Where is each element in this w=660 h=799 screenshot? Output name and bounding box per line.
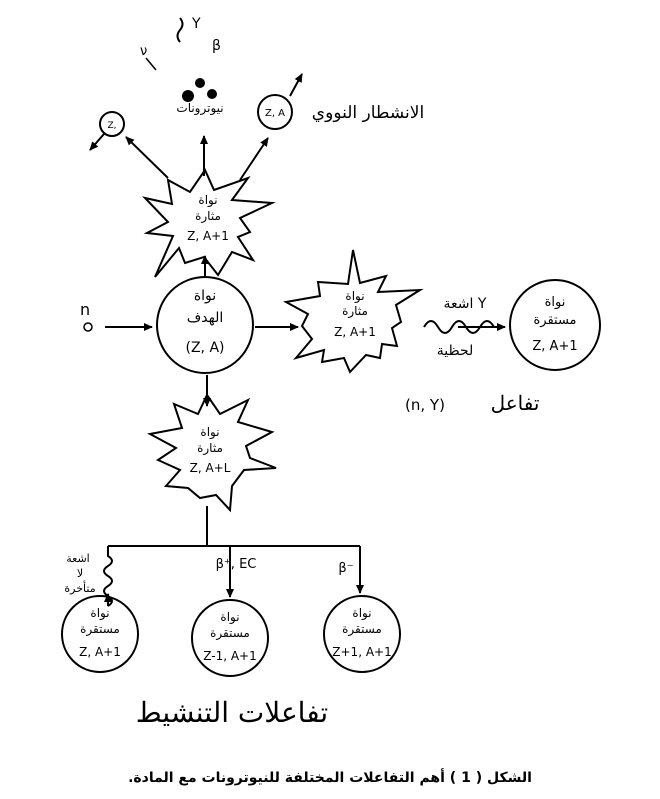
product-left-line2: مستقرة <box>80 622 120 637</box>
product-right-formula: Z+1, A+1 <box>332 645 391 659</box>
activation-title: تفاعلات التنشيط <box>136 696 328 729</box>
target-formula: (Z, A) <box>186 340 225 356</box>
fragment-left-label: Z, <box>107 121 116 131</box>
arrow-fragment-right-out <box>289 73 303 97</box>
stable-right-line1: نواة <box>545 295 566 310</box>
branch-middle-label: β⁺, EC <box>216 557 257 572</box>
neutrons-label: نيوترونات <box>176 101 223 116</box>
arrow-top-left <box>125 136 169 179</box>
product-left-line1: نواة <box>90 606 109 621</box>
gamma-wave <box>423 320 495 334</box>
excited-bottom-line2: مثارة <box>197 441 223 456</box>
branch-right-label: β⁻ <box>338 561 353 576</box>
neutron-dot-2 <box>195 78 205 88</box>
excited-right-formula: Z, A+1 <box>334 325 376 339</box>
neutron-dot-1 <box>182 90 194 102</box>
product-middle-line1: نواة <box>220 610 239 625</box>
excited-top-line2: مثارة <box>195 209 221 224</box>
excited-nucleus-top <box>141 167 276 278</box>
excited-right-line2: مثارة <box>342 304 368 319</box>
excited-right-line1: نواة <box>345 289 364 304</box>
target-line2: الهدف <box>187 310 223 326</box>
reaction-text: تفاعل <box>491 391 540 415</box>
gamma-line1: اشعة Y <box>444 296 487 312</box>
arrow-fragment-left-out <box>89 133 105 151</box>
product-middle-formula: Z-1, A+1 <box>203 649 257 663</box>
particle-gamma: Y <box>191 16 201 32</box>
fragment-right-label: Z, A <box>265 108 285 119</box>
fragment-circle-left <box>99 111 125 137</box>
product-circle-right <box>323 595 401 673</box>
branch-left-line1: اشعة <box>66 552 89 565</box>
product-middle-line2: مستقرة <box>210 626 250 641</box>
fission-label: الانشطار النووي <box>312 103 424 123</box>
gamma-line2: لحظية <box>437 343 474 359</box>
nu-track <box>145 57 157 71</box>
figure-caption: الشكل ( 1 ) أهم التفاعلات المختلفة للنيو… <box>128 768 532 786</box>
product-right-line1: نواة <box>352 606 371 621</box>
branch-left-line3: متأخرة <box>64 580 95 595</box>
neutron-symbol-dot <box>83 322 93 332</box>
particle-nu: ν <box>140 44 147 59</box>
excited-nucleus-right <box>283 249 424 374</box>
excited-bottom-line1: نواة <box>200 425 219 440</box>
arrow-top-right <box>239 137 269 181</box>
product-circle-left <box>61 595 139 673</box>
excited-top-line1: نواة <box>198 193 217 208</box>
neutron-dot-3 <box>207 89 217 99</box>
particle-beta: β <box>212 38 221 54</box>
stable-right-formula: Z, A+1 <box>532 339 577 354</box>
stable-nucleus-right-circle <box>509 279 601 371</box>
product-circle-middle <box>191 599 269 677</box>
reaction-formula: (n, Y) <box>405 396 445 414</box>
excited-top-formula: Z, A+1 <box>187 229 229 243</box>
fragment-circle-right <box>257 94 293 130</box>
target-nucleus-circle <box>156 276 254 374</box>
target-line1: نواة <box>194 288 216 304</box>
product-right-line2: مستقرة <box>342 622 382 637</box>
excited-nucleus-bottom <box>147 392 277 513</box>
excited-bottom-formula: Z, A+L <box>190 461 231 475</box>
branch-left-line2: لا <box>77 567 83 580</box>
stable-right-line2: مستقرة <box>533 313 576 328</box>
neutron-symbol: n <box>80 300 90 319</box>
product-left-formula: Z, A+1 <box>79 645 121 659</box>
gamma-squiggle <box>176 17 184 43</box>
